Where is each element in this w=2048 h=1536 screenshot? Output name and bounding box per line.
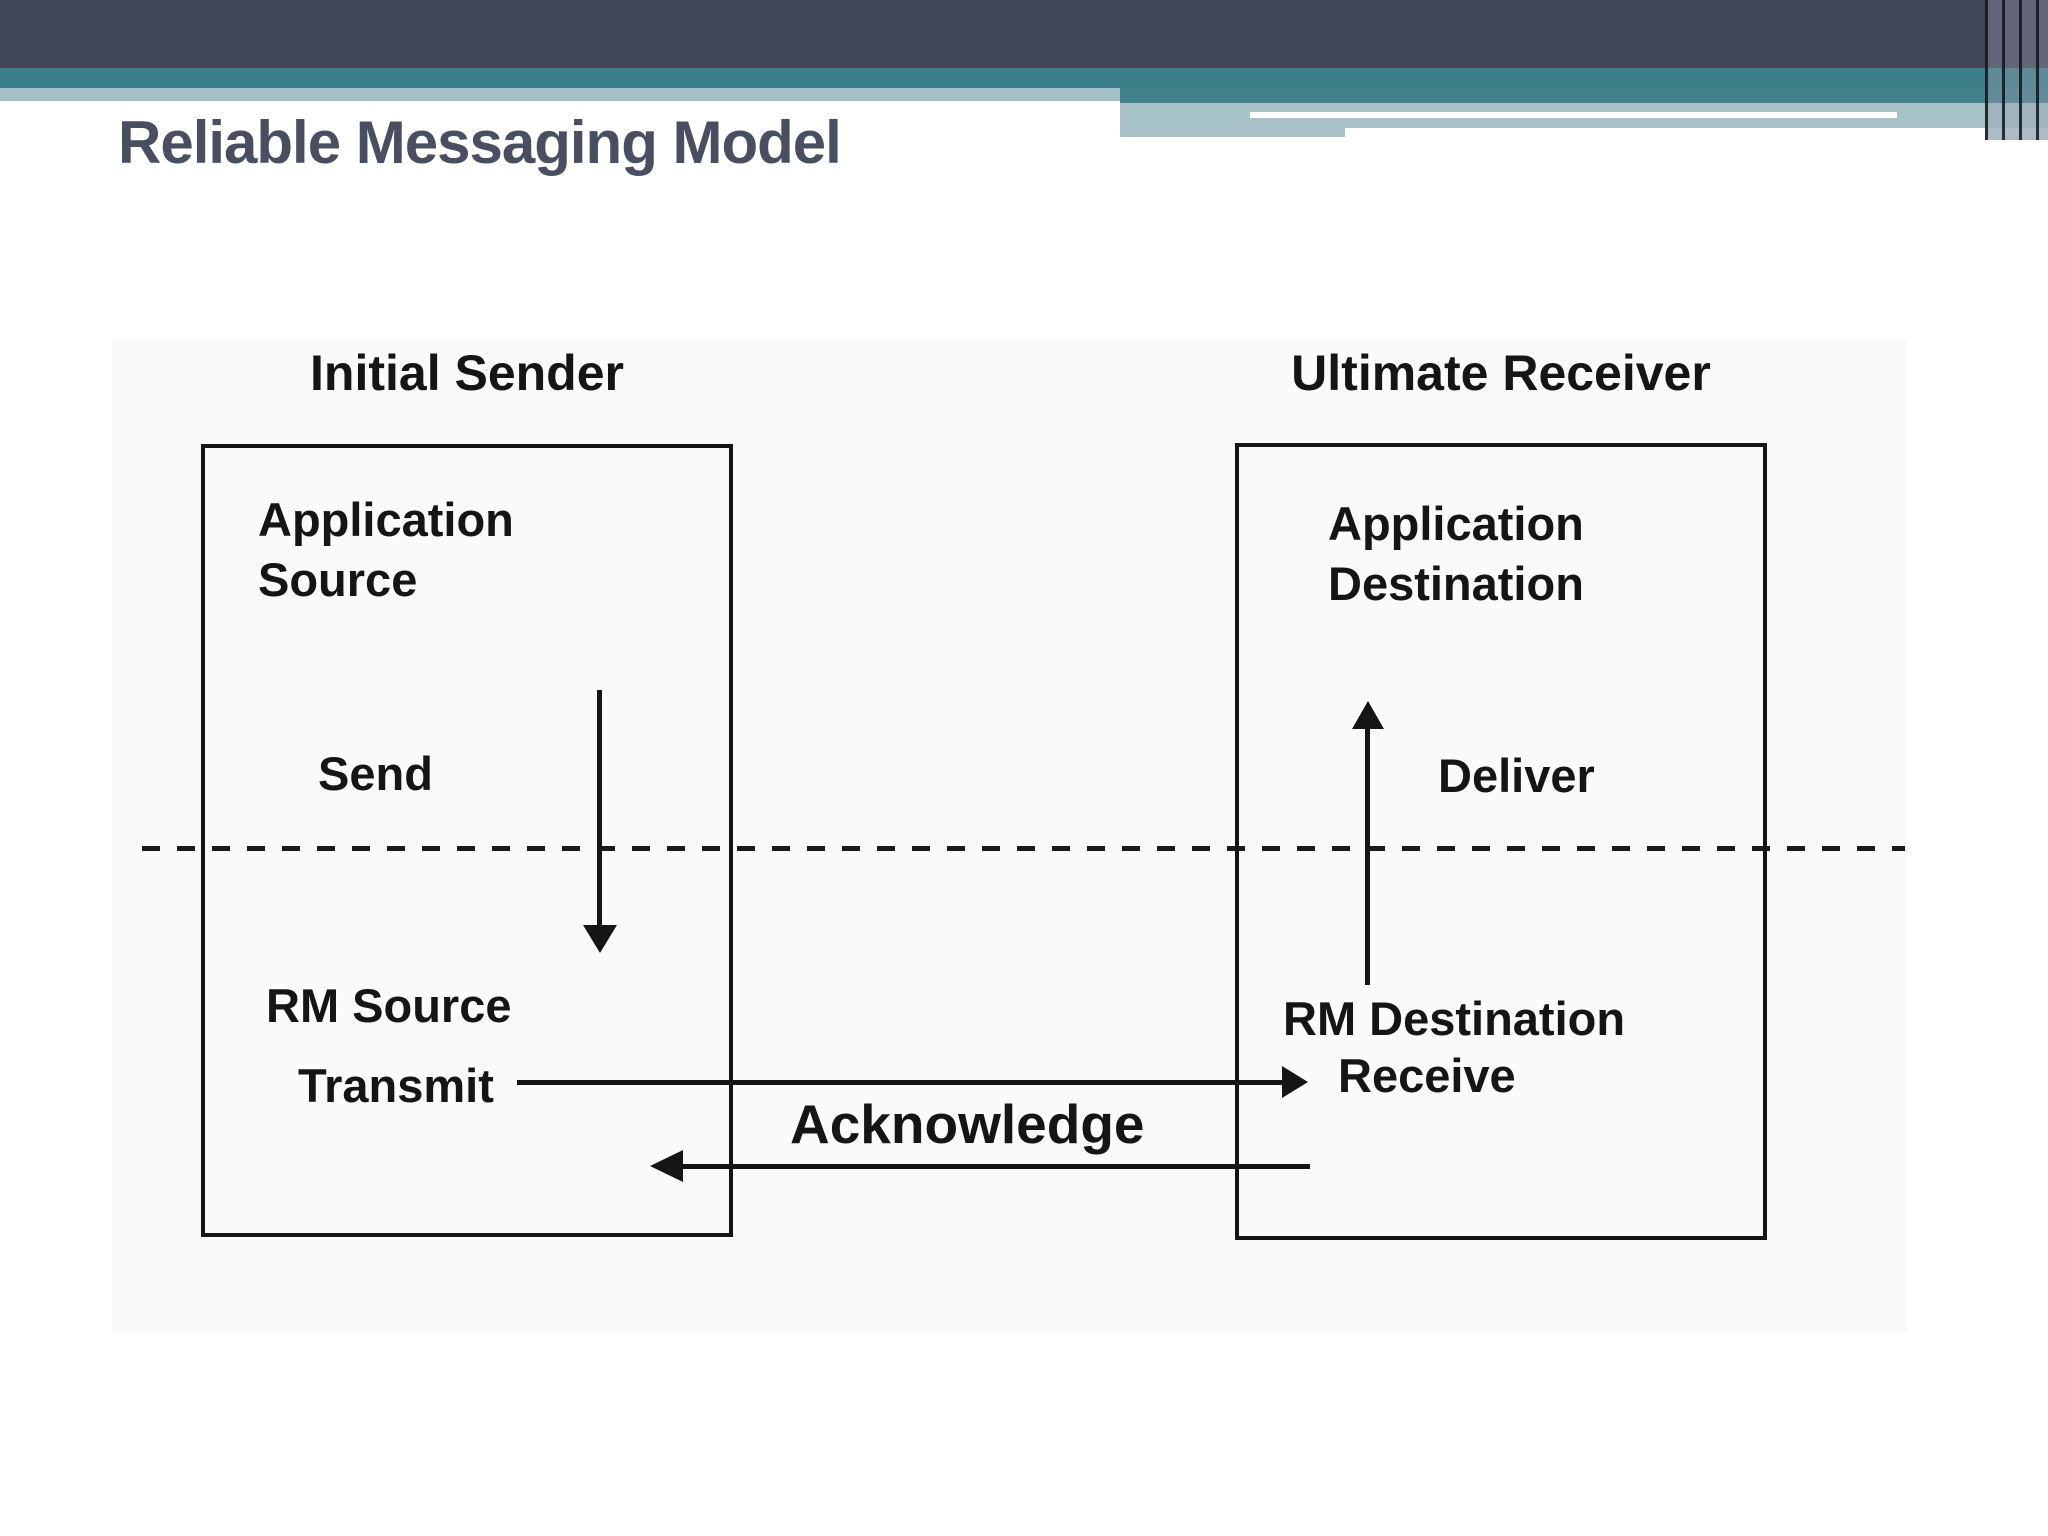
deliver-arrow-up-icon xyxy=(1352,701,1384,729)
application-destination-line2: Destination xyxy=(1328,557,1584,610)
send-arrow-shaft xyxy=(597,690,602,927)
application-source-line1: Application xyxy=(258,493,514,546)
acknowledge-arrow-shaft xyxy=(682,1164,1310,1169)
send-label: Send xyxy=(318,747,433,800)
transmit-arrow-right-icon xyxy=(1282,1066,1308,1098)
application-destination-label: Application Destination xyxy=(1328,494,1584,614)
protocol-boundary-dashed-line xyxy=(142,846,1905,851)
ultimate-receiver-label: Ultimate Receiver xyxy=(1291,345,1711,401)
header-light-step xyxy=(1120,128,1345,137)
receive-label: Receive xyxy=(1338,1049,1516,1102)
acknowledge-label: Acknowledge xyxy=(790,1093,1145,1155)
ultimate-receiver-box xyxy=(1235,443,1767,1240)
header-white-stripe xyxy=(1250,112,1897,118)
rm-source-label: RM Source xyxy=(266,979,512,1032)
acknowledge-arrow-left-icon xyxy=(650,1150,683,1182)
transmit-label: Transmit xyxy=(298,1059,494,1112)
header-bar-dark xyxy=(0,0,2048,68)
diagram-background xyxy=(112,340,1907,1335)
header-teal-extension xyxy=(1120,88,2048,103)
transmit-arrow-shaft xyxy=(517,1080,1283,1085)
header-bar-teal xyxy=(0,68,2048,88)
corner-pinstripes-decoration xyxy=(1985,0,2048,140)
deliver-label: Deliver xyxy=(1438,749,1595,802)
initial-sender-label: Initial Sender xyxy=(310,345,624,401)
rm-destination-label: RM Destination xyxy=(1283,992,1626,1045)
deliver-arrow-shaft xyxy=(1365,727,1370,985)
send-arrow-down-icon xyxy=(583,925,617,953)
application-source-label: Application Source xyxy=(258,490,514,610)
initial-sender-box xyxy=(201,444,733,1237)
application-source-line2: Source xyxy=(258,553,418,606)
slide-title: Reliable Messaging Model xyxy=(118,109,842,176)
application-destination-line1: Application xyxy=(1328,497,1584,550)
